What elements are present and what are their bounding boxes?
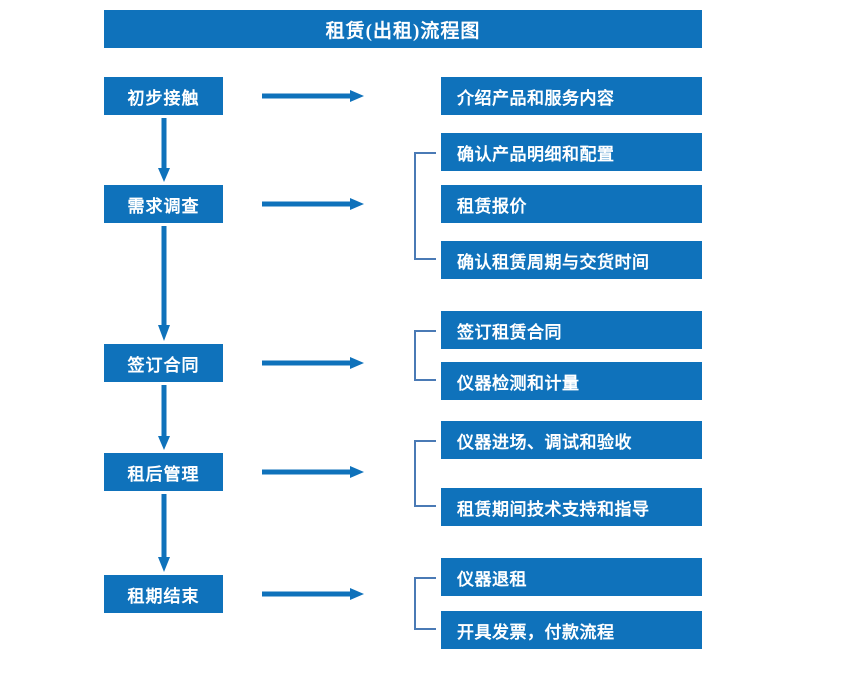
page-title: 租赁(出租)流程图 bbox=[104, 10, 702, 48]
arrow-down-icon-contract-to-postrent bbox=[158, 385, 170, 450]
detail-box-technical-support[interactable]: 租赁期间技术支持和指导 bbox=[441, 488, 702, 526]
arrow-right-icon-to-intro bbox=[262, 90, 364, 102]
arrow-right-icon-to-demand bbox=[262, 198, 364, 210]
detail-box-instrument-return[interactable]: 仪器退租 bbox=[441, 558, 702, 596]
arrow-right-icon-to-end bbox=[262, 588, 364, 600]
detail-box-confirm-period-delivery[interactable]: 确认租赁周期与交货时间 bbox=[441, 241, 702, 279]
arrow-right-icon-to-contract bbox=[262, 357, 364, 369]
stage-box-demand-survey[interactable]: 需求调查 bbox=[104, 185, 223, 223]
arrow-right-icon-to-postrent bbox=[262, 466, 364, 478]
detail-box-confirm-specs[interactable]: 确认产品明细和配置 bbox=[441, 133, 702, 171]
bracket-group-postrent bbox=[414, 440, 436, 507]
stage-box-lease-end[interactable]: 租期结束 bbox=[104, 575, 223, 613]
bracket-group-contract bbox=[414, 330, 436, 381]
detail-box-sign-lease-contract[interactable]: 签订租赁合同 bbox=[441, 311, 702, 349]
detail-box-lease-quotation[interactable]: 租赁报价 bbox=[441, 185, 702, 223]
detail-box-invoice-payment[interactable]: 开具发票，付款流程 bbox=[441, 611, 702, 649]
detail-box-instrument-onsite-commissioning[interactable]: 仪器进场、调试和验收 bbox=[441, 421, 702, 459]
stage-box-post-rent-management[interactable]: 租后管理 bbox=[104, 453, 223, 491]
arrow-down-icon-postrent-to-end bbox=[158, 494, 170, 572]
detail-box-instrument-inspection[interactable]: 仪器检测和计量 bbox=[441, 362, 702, 400]
arrow-down-icon-contact-to-demand bbox=[158, 118, 170, 182]
stage-box-sign-contract[interactable]: 签订合同 bbox=[104, 344, 223, 382]
bracket-group-end bbox=[414, 577, 436, 630]
stage-box-initial-contact[interactable]: 初步接触 bbox=[104, 77, 223, 115]
arrow-down-icon-demand-to-contract bbox=[158, 226, 170, 341]
detail-box-introduce-products[interactable]: 介绍产品和服务内容 bbox=[441, 77, 702, 115]
bracket-group-demand bbox=[414, 152, 436, 260]
